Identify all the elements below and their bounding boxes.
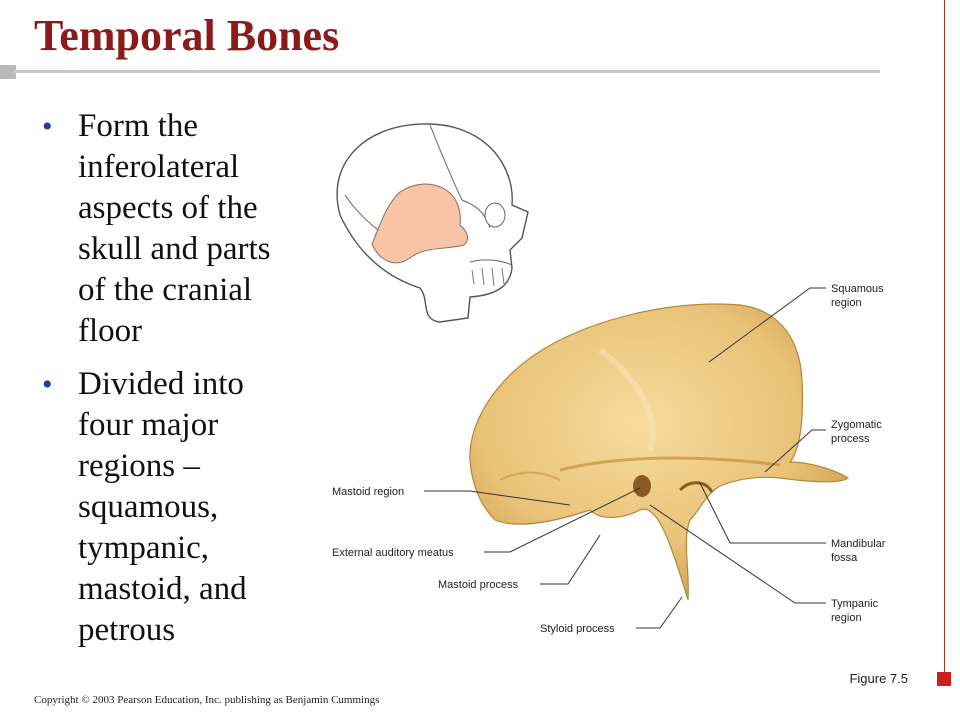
label-zygomatic-process-line2: process [831,433,870,445]
leader-lines [424,287,826,629]
title-rule [14,70,880,73]
corner-square [937,672,951,686]
slide-title: Temporal Bones [34,11,340,60]
label-mandibular-fossa-line2: fossa [831,552,858,564]
label-external-auditory-meatus: External auditory meatus [332,547,454,559]
bullet-dot-icon: • [42,368,53,401]
temporal-bone-illustration [469,303,850,601]
bullet-item: • Divided into four major regions – squa… [42,364,302,651]
skull-illustration [336,123,529,323]
bullet-dot-icon: • [42,110,53,143]
label-squamous-region: Squamous [831,283,884,295]
copyright-text: Copyright © 2003 Pearson Education, Inc.… [34,694,380,706]
label-tympanic-region-line2: region [831,612,862,624]
bullet-text: Divided into four major regions – squamo… [78,366,247,648]
label-mastoid-process: Mastoid process [438,579,519,591]
right-border-line [944,0,945,672]
bullet-list: • Form the inferolateral aspects of the … [42,106,302,663]
figure-number: Figure 7.5 [849,671,908,686]
bullet-text: Form the inferolateral aspects of the sk… [78,108,271,349]
meatus-opening [633,475,651,497]
label-mandibular-fossa: Mandibular [831,538,886,550]
temporal-region-highlight [371,183,468,264]
label-mastoid-region: Mastoid region [332,486,404,498]
label-squamous-region-line2: region [831,297,862,309]
title-rule-tab [0,65,16,79]
label-zygomatic-process: Zygomatic [831,419,882,431]
label-styloid-process: Styloid process [540,623,615,635]
label-tympanic-region: Tympanic [831,598,879,610]
bullet-item: • Form the inferolateral aspects of the … [42,106,302,352]
